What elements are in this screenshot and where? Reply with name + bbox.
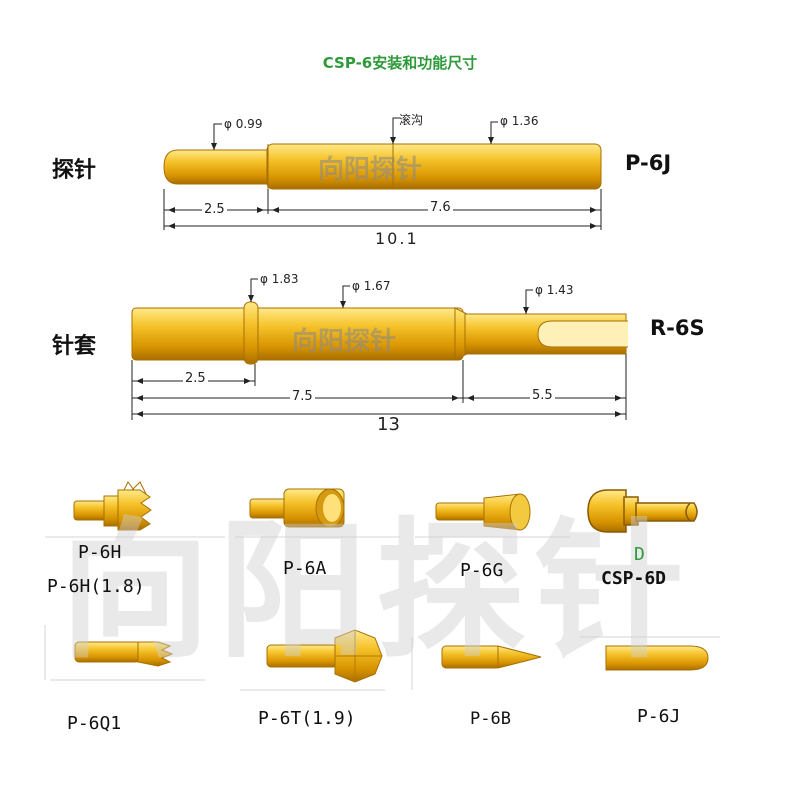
probe-body [266,143,602,190]
probe-dimensions [163,189,602,230]
probe-groove-label: 滚沟 [399,113,424,127]
sleeve-ring [243,301,259,365]
probe-leaders [211,117,498,150]
tip-label-p6h: P-6H [78,542,122,563]
probe-model: P-6J [625,151,672,175]
sleeve-diam-tail: φ 1.43 [535,283,574,297]
serrated-tip-icon [74,641,174,667]
tip-label-csp6d: CSP-6D [601,568,667,589]
probe-len-total: 10.1 [375,229,419,248]
round-tip-icon [605,645,709,671]
sleeve-len-tail: 5.5 [530,388,555,403]
sleeve-len-ring: 2.5 [183,371,208,386]
sleeve-watermark: 向阳探针 [292,327,397,357]
tip-label-p6g: P-6G [460,560,504,581]
sleeve-drawing [131,301,628,365]
sleeve-diam-ring: φ 1.83 [260,272,299,286]
sleeve-name: 针套 [52,334,97,359]
crown-tip-icon [73,481,152,531]
hexagon-crown-tip-icon [266,629,383,683]
probe-watermark: 向阳探针 [318,155,423,185]
tip-label-p6q1: P-6Q1 [67,713,122,734]
tip-label-p6j: P-6J [637,706,681,727]
tip-label-p6h-18: P-6H(1.8) [47,576,145,597]
probe-name: 探针 [52,158,97,183]
concave-cup-tip-icon [435,493,531,531]
probe-tip [163,149,269,185]
sleeve-len-total: 13 [377,414,400,435]
sleeve-dimensions [131,354,627,420]
tip-thumbnails [44,481,720,691]
sleeve-slot [537,320,628,348]
probe-drawing [163,143,602,190]
flat-disc-tip-icon [587,489,698,533]
background-watermark: 向阳探针 [60,505,693,679]
tip-label-p6a: P-6A [283,558,327,579]
probe-diam-body: φ 1.36 [500,114,539,128]
tip-label-p6t: P-6T(1.9) [258,708,356,729]
sleeve-diam-body: φ 1.67 [352,279,391,293]
tip-label-d: D [634,544,645,565]
cup-tip-icon [249,488,345,528]
sleeve-model: R-6S [650,316,705,340]
cone-tip-icon [441,645,542,669]
probe-len-body: 7.6 [428,200,453,215]
probe-diam-tip: φ 0.99 [224,117,263,131]
sleeve-len-body: 7.5 [290,389,315,404]
tip-label-p6b: P-6B [470,709,511,729]
probe-len-tip: 2.5 [202,202,227,217]
page-title: CSP-6安装和功能尺寸 [322,54,478,72]
sleeve-leaders [248,278,533,314]
